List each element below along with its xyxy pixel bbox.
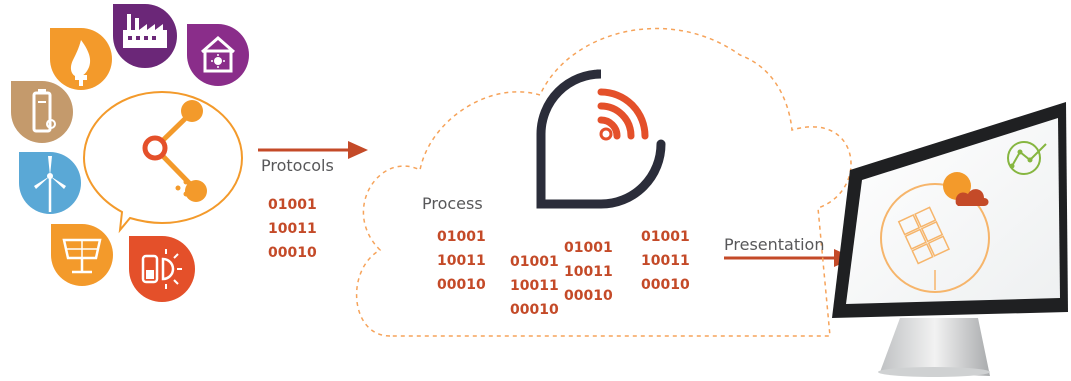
binary-line: 01001 <box>268 197 317 213</box>
binary-line: 01001 <box>641 229 690 245</box>
binary-line: 10011 <box>437 253 486 269</box>
binary-block-cloud-2: 01001 10011 00010 <box>510 250 559 322</box>
binary-line: 01001 <box>510 254 559 270</box>
smart-home-icon <box>187 24 249 86</box>
flame-plug-icon <box>50 28 112 90</box>
binary-line: 00010 <box>268 245 317 261</box>
binary-line: 01001 <box>564 240 613 256</box>
signal-bubble-icon <box>536 69 666 209</box>
wind-turbine-icon <box>19 152 81 214</box>
factory-icon <box>113 4 177 68</box>
binary-line: 00010 <box>641 277 690 293</box>
binary-line: 10011 <box>510 278 559 294</box>
binary-block-protocols: 01001 10011 00010 <box>268 193 317 265</box>
protocols-arrow <box>258 141 368 159</box>
monitor-icon <box>832 102 1068 377</box>
binary-line: 00010 <box>510 302 559 318</box>
protocols-label: Protocols <box>261 156 334 175</box>
binary-line: 10011 <box>268 221 317 237</box>
binary-line: 00010 <box>437 277 486 293</box>
process-label: Process <box>422 194 483 213</box>
process-cloud <box>355 27 852 337</box>
binary-line: 10011 <box>564 264 613 280</box>
binary-block-cloud-1: 01001 10011 00010 <box>437 225 486 297</box>
binary-block-cloud-3: 01001 10011 00010 <box>564 236 613 308</box>
share-network-icon <box>82 90 244 234</box>
solar-panel-icon <box>51 224 113 286</box>
battery-sun-icon <box>129 236 195 302</box>
binary-line: 01001 <box>437 229 486 245</box>
binary-line: 10011 <box>641 253 690 269</box>
battery-icon <box>11 81 73 143</box>
binary-line: 00010 <box>564 288 613 304</box>
binary-block-cloud-4: 01001 10011 00010 <box>641 225 690 297</box>
presentation-label: Presentation <box>724 235 825 254</box>
